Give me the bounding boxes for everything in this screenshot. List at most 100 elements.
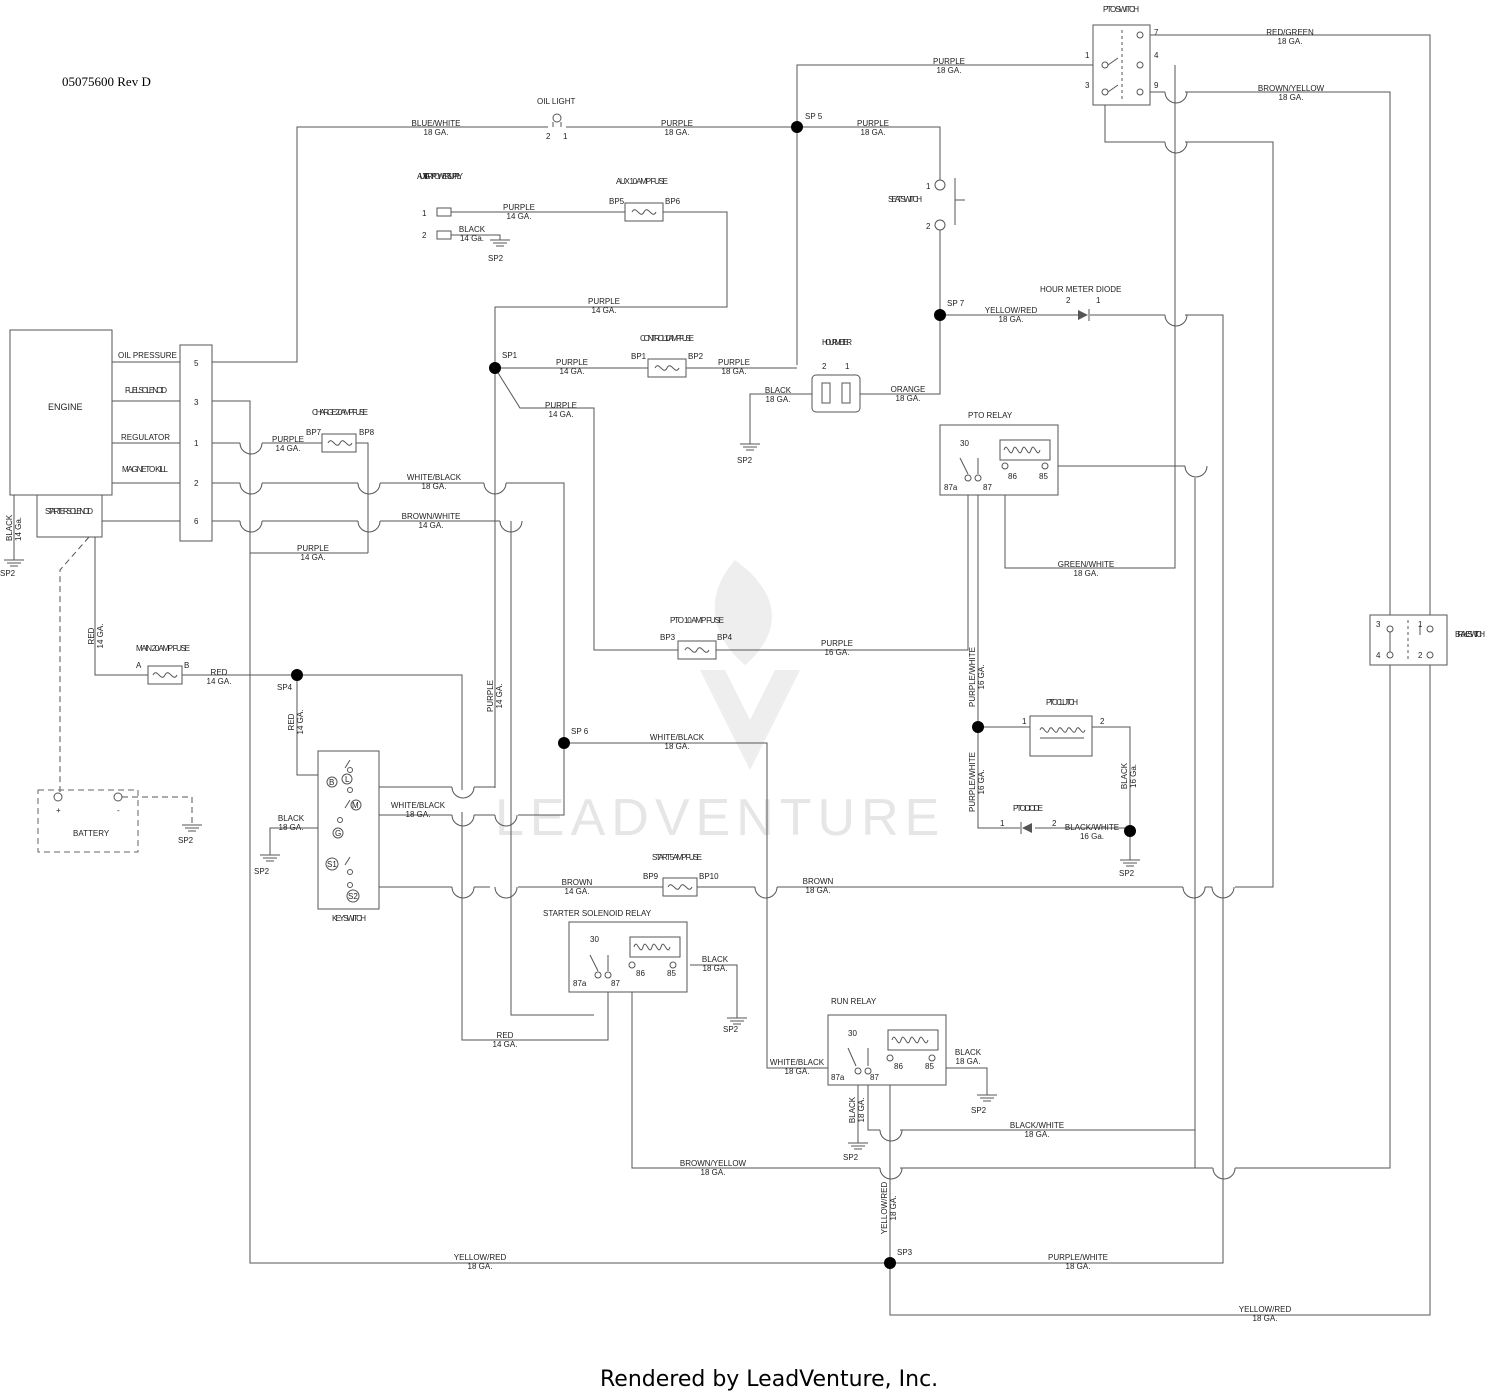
brake-pin-1: 1: [1418, 620, 1423, 629]
pin-3: 3: [194, 398, 199, 407]
pto-relay-30: 30: [960, 439, 969, 448]
run-relay-ground-85-label: SP2: [971, 1106, 987, 1115]
key-term-b: B: [329, 778, 334, 787]
starter-relay-label: STARTER SOLENOID RELAY: [543, 909, 652, 918]
run-relay-85: 85: [925, 1062, 934, 1071]
run-relay-label: RUN RELAY: [831, 997, 877, 1006]
oil-light-label: OIL LIGHT: [537, 97, 575, 106]
bp2: BP2: [688, 352, 704, 361]
bp8: BP8: [359, 428, 375, 437]
key-term-s1: S1: [327, 860, 337, 869]
brake-switch-label: BRAKE SWITCH: [1455, 630, 1485, 639]
run-relay-ground-87a-label: SP2: [843, 1153, 859, 1162]
main-fuse-b: B: [184, 661, 189, 670]
wire-label: PURPLE14 GA.: [486, 680, 504, 712]
bp9: BP9: [643, 872, 659, 881]
wire-label: RED14 GA.: [287, 710, 305, 735]
charge-fuse-label: CHARGE 20 AMP FUSE: [312, 408, 368, 417]
wire-label: BLACK18 GA.: [848, 1096, 866, 1123]
hour-meter-pin-2: 2: [822, 362, 827, 371]
splice-sp4: SP4: [277, 683, 293, 692]
run-relay: RUN RELAY 30 87a 87 86 85 SP2 SP2: [827, 997, 997, 1162]
term-magneto-kill: MAGNETO KILL: [122, 465, 169, 474]
bp1: BP1: [631, 352, 647, 361]
pto-relay-87: 87: [983, 483, 992, 492]
starter-relay-ground-label: SP2: [723, 1025, 739, 1034]
hour-meter-label: HOUR METER: [822, 338, 852, 347]
hmd-pin-2: 2: [1066, 296, 1071, 305]
seat-switch: SEAT SWITCH 1 2: [888, 178, 965, 231]
pin-2: 2: [194, 479, 199, 488]
starter-relay-87a: 87a: [573, 979, 587, 988]
watermark-text: LEADVENTURE: [495, 789, 945, 847]
wire-label: PURPLE/WHITE16 GA.: [968, 752, 986, 812]
battery-label: BATTERY: [73, 829, 110, 838]
wire-label: YELLOW/RED18 GA.: [880, 1182, 898, 1235]
key-term-m: M: [352, 801, 359, 810]
bp6: BP6: [665, 197, 681, 206]
starter-solenoid-relay: STARTER SOLENOID RELAY 30 87a 87 86 85 S…: [543, 909, 747, 1034]
control-fuse-label: CONTROL 10 AMP FUSE: [640, 334, 694, 343]
brake-pin-3: 3: [1376, 620, 1381, 629]
seat-switch-label: SEAT SWITCH: [888, 195, 922, 204]
key-switch: B L M G S1 S2 KEY SWITCH SP2: [254, 750, 380, 923]
oil-light: OIL LIGHT 2 1: [537, 97, 575, 141]
pto-diode-ground-label: SP2: [1119, 869, 1135, 878]
battery-pos: +: [56, 806, 61, 815]
seat-pin-1: 1: [926, 182, 931, 191]
engine-ground-label: SP2: [0, 569, 16, 578]
splice-sp5: SP 5: [805, 112, 823, 121]
hour-meter: HOUR METER 2 1 SP2: [737, 338, 861, 465]
pto-switch-pin-7: 7: [1154, 28, 1159, 37]
splice-sp3: SP3: [897, 1248, 913, 1257]
splices: SP1 SP 5 SP 7 SP4 SP 6 SP3: [277, 112, 1136, 1269]
battery-neg: -: [117, 806, 120, 815]
pto-diode-pin-1: 1: [1000, 819, 1005, 828]
engine-label: ENGINE: [48, 402, 83, 412]
key-term-s2: S2: [348, 892, 358, 901]
key-switch-label: KEY SWITCH: [332, 914, 366, 923]
aux-pin-1: 1: [422, 209, 427, 218]
part-number: 05075600 Rev D: [62, 74, 151, 89]
wire-label: PURPLE/WHITE16 GA.: [968, 647, 986, 707]
pto-relay-87a: 87a: [944, 483, 958, 492]
engine-ground-wire: BLACK14 Ga.: [5, 514, 23, 541]
wire-label: BLACK16 Ga.: [1120, 762, 1138, 789]
pto-fuse-label: PTO 10 AMP FUSE: [670, 616, 724, 625]
oil-light-pin-2: 2: [546, 132, 551, 141]
pto-diode-pin-2: 2: [1052, 819, 1057, 828]
bp4: BP4: [717, 633, 733, 642]
pto-switch-pin-3: 3: [1085, 81, 1090, 90]
watermark-logo-icon: [700, 560, 800, 770]
key-term-g: G: [335, 829, 341, 838]
run-relay-87: 87: [870, 1073, 879, 1082]
hour-meter-ground-label: SP2: [737, 456, 753, 465]
brake-pin-4: 4: [1376, 651, 1381, 660]
hmd-pin-1: 1: [1096, 296, 1101, 305]
aux-pin-2: 2: [422, 231, 427, 240]
bp5: BP5: [609, 197, 625, 206]
